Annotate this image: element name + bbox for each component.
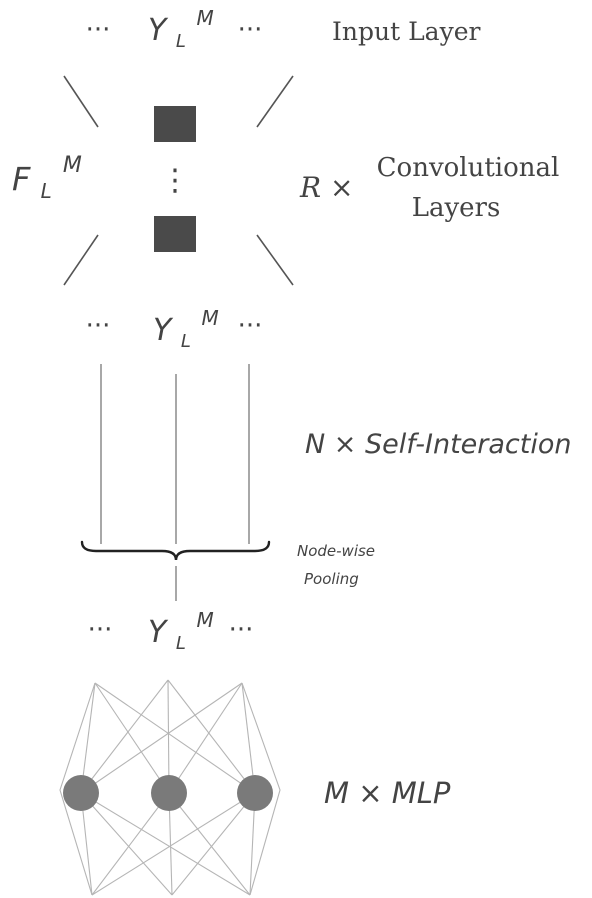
conv-edge-bottom-left <box>63 234 99 286</box>
feature-base: F <box>12 160 31 198</box>
mlp-node-center <box>151 775 187 811</box>
mlp-edge-bottom-c1 <box>91 792 256 896</box>
input-node-sub: L <box>176 31 186 52</box>
input-ellipsis-left: ··· <box>86 15 111 45</box>
feature-sub: L <box>41 179 52 203</box>
mlp-edge-top-b2 <box>167 679 170 794</box>
conv-count-label: R × <box>299 171 353 204</box>
mlp-edge-top-a3 <box>94 682 256 794</box>
conv-vertical-ellipsis: ⋮ <box>160 163 190 198</box>
mlp-edge-top-c3 <box>241 682 256 794</box>
conv-edge-top-right <box>256 75 294 128</box>
pooled-node-sub: L <box>176 633 186 654</box>
mlp-outline-left <box>59 682 96 896</box>
pooled-node-label: Y L M <box>148 608 214 657</box>
feature-sup: M <box>63 153 82 178</box>
pooled-ellipsis-left: ··· <box>88 615 113 645</box>
conv-title-line2: Layers <box>412 193 501 223</box>
conv-filter-top <box>154 106 196 142</box>
conv-filter-bottom <box>154 216 196 252</box>
conv-title-line1: Convolutional <box>377 153 560 183</box>
mlp-edge-top-c2 <box>168 682 243 794</box>
pooling-brace <box>80 540 271 561</box>
mid-node-base: Y <box>153 313 174 348</box>
pooling-label-line2: Pooling <box>304 570 359 588</box>
mlp-edge-bottom-c2 <box>171 792 256 896</box>
input-node-sup: M <box>196 6 213 30</box>
mlp-node-right <box>237 775 273 811</box>
mlp-edge-bottom-b1 <box>91 792 170 896</box>
pooled-node-base: Y <box>148 615 169 650</box>
feature-label: F L M <box>12 153 82 206</box>
mlp-mesh <box>59 679 281 896</box>
input-node-base: Y <box>148 13 169 48</box>
conv-edge-top-left <box>63 75 99 128</box>
mlp-edge-bottom-a3 <box>80 792 251 896</box>
mlp-edge-top-b3 <box>167 679 256 794</box>
mid-node-sub: L <box>181 331 191 352</box>
pooled-node-sup: M <box>196 608 213 632</box>
mlp-edge-bottom-a2 <box>80 792 173 896</box>
mid-node-sup: M <box>201 306 218 330</box>
mlp-edge-top-c1 <box>80 682 243 794</box>
input-layer-title: Input Layer <box>332 17 480 46</box>
mlp-node-left <box>63 775 99 811</box>
mid-ellipsis-right: ··· <box>238 311 263 341</box>
input-ellipsis-right: ··· <box>238 15 263 45</box>
pooled-ellipsis-right: ··· <box>229 615 254 645</box>
input-node-label: Y L M <box>148 6 214 55</box>
conv-edge-bottom-right <box>256 234 294 286</box>
mlp-outline-right <box>241 682 281 896</box>
mlp-edge-top-a1 <box>80 682 96 794</box>
mlp-edge-top-b1 <box>80 679 169 794</box>
mlp-label: M × MLP <box>324 776 451 810</box>
mlp-edge-top-a2 <box>94 682 170 794</box>
self-interaction-label: N × Self-Interaction <box>305 429 572 460</box>
mlp-edge-bottom-b3 <box>168 792 251 896</box>
pooling-label-line1: Node-wise <box>297 542 375 560</box>
mid-node-label: Y L M <box>153 306 219 355</box>
mid-ellipsis-left: ··· <box>86 311 111 341</box>
